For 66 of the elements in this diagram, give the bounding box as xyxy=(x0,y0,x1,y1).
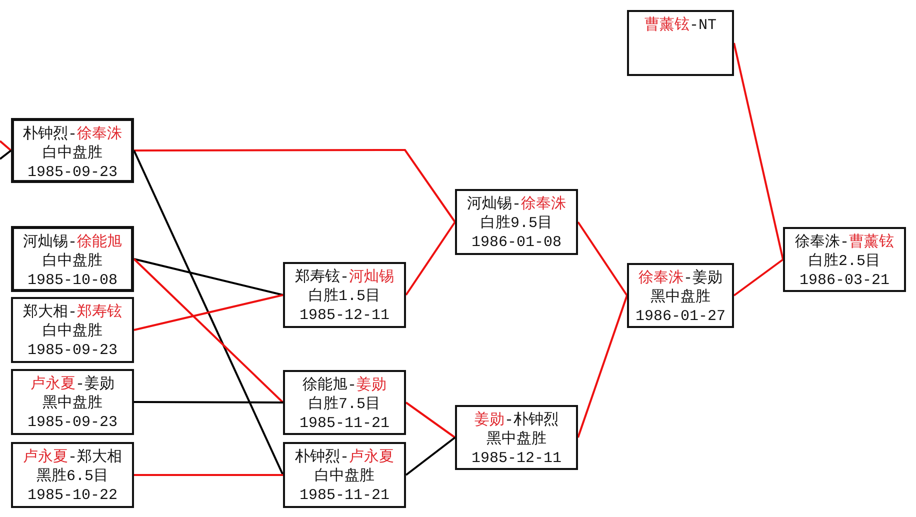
match-box xyxy=(283,262,406,328)
bracket-line xyxy=(577,295,628,438)
match-label: 徐奉洙-曹薰铉 xyxy=(794,233,894,252)
match-box xyxy=(11,369,134,435)
match-box xyxy=(11,442,134,508)
result-label: 黑中盘胜 xyxy=(486,430,546,449)
date-label: 1985-12-11 xyxy=(471,449,562,468)
match-label: 朴钟烈-卢永夏 xyxy=(294,448,394,467)
match-label: 姜勋-朴钟烈 xyxy=(474,411,558,430)
match-label: 曹薰铉-NT xyxy=(644,16,717,35)
match-label: 郑大相-郑寿铉 xyxy=(22,303,122,322)
date-label: 1985-09-23 xyxy=(27,341,118,360)
match-box xyxy=(455,189,578,255)
match-box xyxy=(627,10,734,76)
bracket-line xyxy=(577,221,628,296)
bracket-line xyxy=(134,401,283,404)
bracket-line xyxy=(0,150,12,160)
result-label: 白中盘胜 xyxy=(42,322,102,341)
match-label: 河灿锡-徐奉洙 xyxy=(466,195,566,214)
match-label: 徐奉洙-姜勋 xyxy=(638,269,722,288)
match-box xyxy=(11,118,134,183)
bracket-line xyxy=(134,149,456,223)
bracket-line xyxy=(405,402,456,438)
match-label: 郑寿铉-河灿锡 xyxy=(294,268,394,287)
bracket-line xyxy=(134,474,283,476)
result-label: 白胜7.5目 xyxy=(308,395,380,414)
match-box xyxy=(455,405,578,470)
bracket-line xyxy=(134,258,284,296)
date-label: 1985-09-23 xyxy=(27,413,118,432)
result-label: 白中盘胜 xyxy=(314,467,374,486)
result-label: 黑胜6.5目 xyxy=(36,467,108,486)
bracket-line xyxy=(133,150,284,476)
date-label: 1985-12-11 xyxy=(299,306,390,325)
bracket-line xyxy=(134,294,284,331)
result-label: 黑中盘胜 xyxy=(650,288,710,307)
date-label: 1985-09-23 xyxy=(27,163,118,182)
match-box xyxy=(283,442,406,508)
bracket-line xyxy=(133,258,284,404)
match-label: 卢永夏-郑大相 xyxy=(22,448,122,467)
match-box xyxy=(627,263,734,328)
result-label: 白胜9.5目 xyxy=(480,214,552,233)
bracket-line xyxy=(733,42,784,260)
date-label: 1985-11-21 xyxy=(299,414,390,433)
match-label: 徐能旭-姜勋 xyxy=(302,376,386,395)
match-box xyxy=(783,227,906,292)
date-label: 1985-11-21 xyxy=(299,486,390,505)
match-label: 朴钟烈-徐奉洙 xyxy=(22,125,122,144)
date-label: 1986-03-21 xyxy=(799,271,890,290)
bracket-line xyxy=(733,258,784,296)
result-label: 黑中盘胜 xyxy=(42,394,102,413)
match-label: 卢永夏-姜勋 xyxy=(30,375,114,394)
match-box xyxy=(283,370,406,435)
date-label: 1986-01-08 xyxy=(471,233,562,252)
result-label: 白胜1.5目 xyxy=(308,287,380,306)
date-label: 1985-10-08 xyxy=(27,271,118,290)
bracket-line xyxy=(405,221,456,296)
match-label: 河灿锡-徐能旭 xyxy=(22,233,122,252)
date-label: 1985-10-22 xyxy=(27,486,118,505)
result-label: 白胜2.5目 xyxy=(808,252,880,271)
result-label: 白中盘胜 xyxy=(42,144,102,163)
match-box xyxy=(11,226,134,292)
date-label: 1986-01-27 xyxy=(635,307,726,326)
match-box xyxy=(11,297,134,363)
bracket-line xyxy=(0,140,12,152)
bracket-line xyxy=(405,436,456,476)
result-label: 白中盘胜 xyxy=(42,252,102,271)
